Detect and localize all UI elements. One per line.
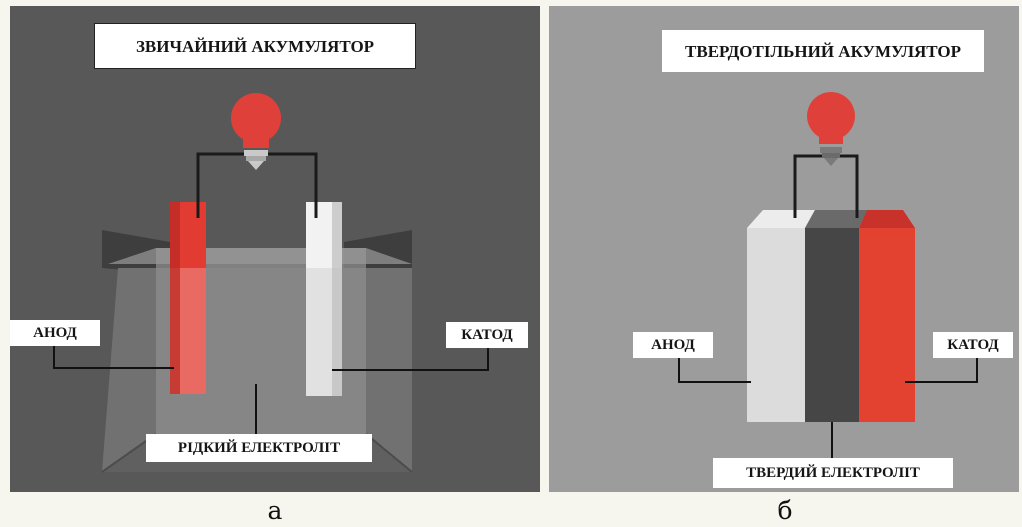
liquid-surface xyxy=(108,248,412,264)
electrolyte-label: РІДКИЙ ЕЛЕКТРОЛІТ xyxy=(146,434,372,462)
solid-cathode-block xyxy=(859,228,915,422)
anode-leader-line xyxy=(678,358,751,383)
circuit-wire xyxy=(793,154,859,218)
solid-state-battery-panel: ТВЕРДОТІЛЬНИЙ АКУМУЛЯТОР АНОД КАТОД ТВЕР… xyxy=(549,6,1019,492)
electrolyte-label: ТВЕРДИЙ ЕЛЕКТРОЛІТ xyxy=(713,458,953,488)
anode-top xyxy=(747,210,815,228)
panel-a-title: ЗВИЧАЙНИЙ АКУМУЛЯТОР xyxy=(94,23,416,69)
light-bulb-icon xyxy=(231,93,281,170)
caption-b: б xyxy=(777,496,793,525)
caption-a: а xyxy=(267,496,283,525)
light-bulb-icon xyxy=(807,92,855,166)
conventional-battery-diagram xyxy=(53,93,489,473)
panel-b-title: ТВЕРДОТІЛЬНИЙ АКУМУЛЯТОР xyxy=(662,30,984,72)
cathode-leader-line xyxy=(905,358,978,383)
solid-state-battery-diagram xyxy=(678,92,978,458)
solid-anode-block xyxy=(747,228,805,422)
anode-leader-line xyxy=(53,344,174,369)
cathode-leader-line xyxy=(332,344,489,371)
conventional-battery-panel: ЗВИЧАЙНИЙ АКУМУЛЯТОР АНОД КАТОД РІДКИЙ Е… xyxy=(10,6,540,492)
cathode-top xyxy=(859,210,915,228)
cathode-label: КАТОД xyxy=(446,322,528,348)
anode-label: АНОД xyxy=(10,320,100,346)
solid-electrolyte-block xyxy=(805,228,859,422)
anode-label: АНОД xyxy=(633,332,713,358)
cathode-label: КАТОД xyxy=(933,332,1013,358)
electrolyte-top xyxy=(805,210,867,228)
